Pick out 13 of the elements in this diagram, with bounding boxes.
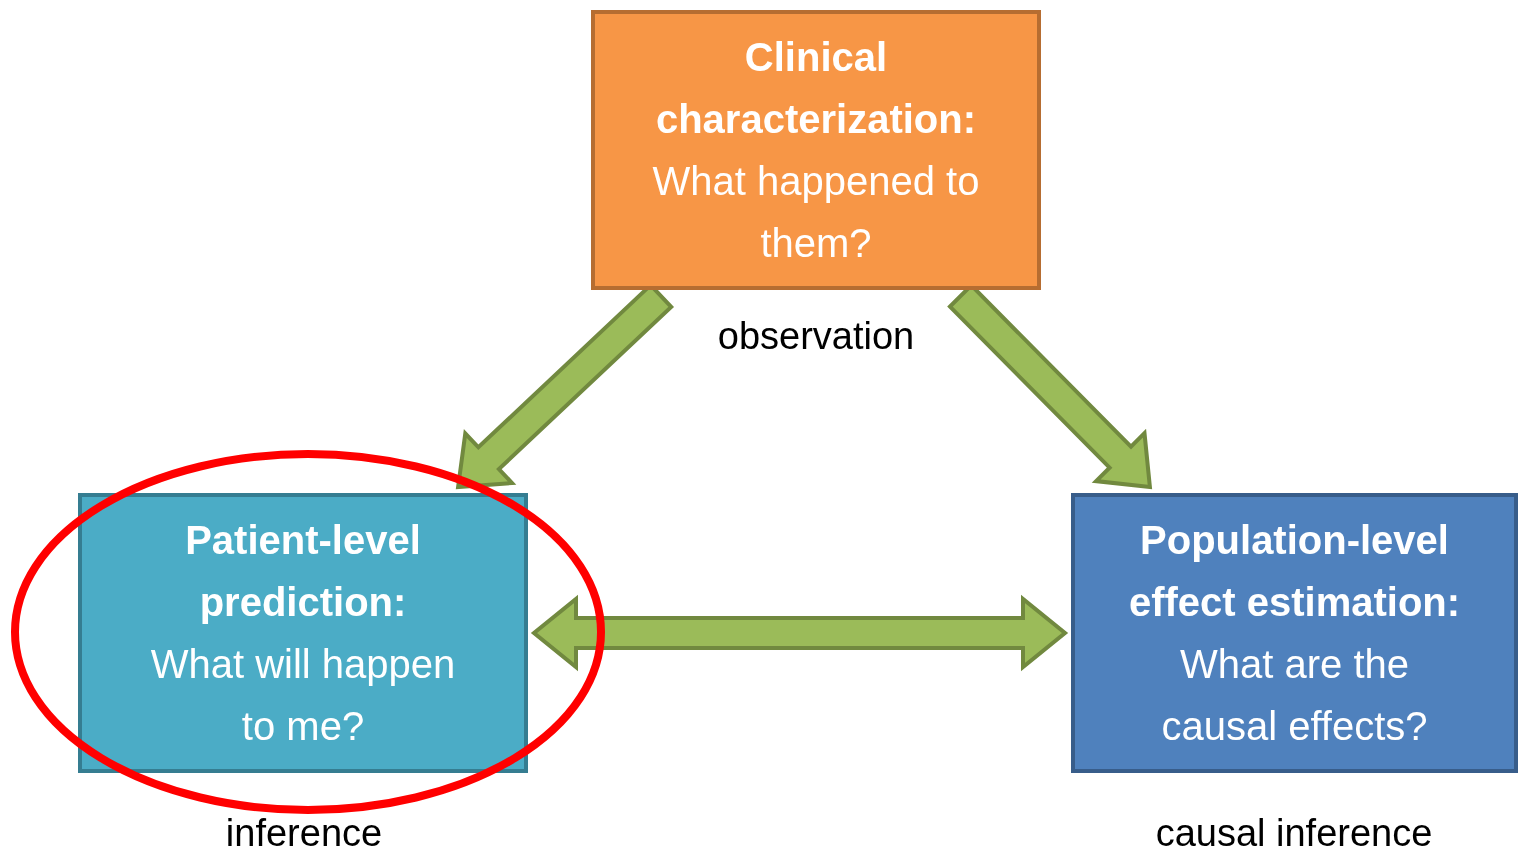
double-block-arrow	[530, 594, 1069, 672]
box-heading: Clinical characterization:	[654, 34, 978, 143]
caption-label: observation	[717, 314, 915, 358]
box-heading: Patient-level prediction:	[184, 517, 422, 626]
estimation-box	[1071, 493, 1518, 773]
box-question: What happened to them?	[651, 158, 981, 267]
characterization-box	[591, 10, 1041, 290]
box-question: What will happen to me?	[149, 641, 457, 750]
prediction-box	[78, 493, 528, 773]
caption-label: causal inference	[1155, 811, 1433, 854]
box-question: What are the causal effects?	[1160, 641, 1429, 750]
box-heading: Population-level effect estimation:	[1127, 517, 1462, 626]
caption-label: inference	[225, 811, 383, 854]
